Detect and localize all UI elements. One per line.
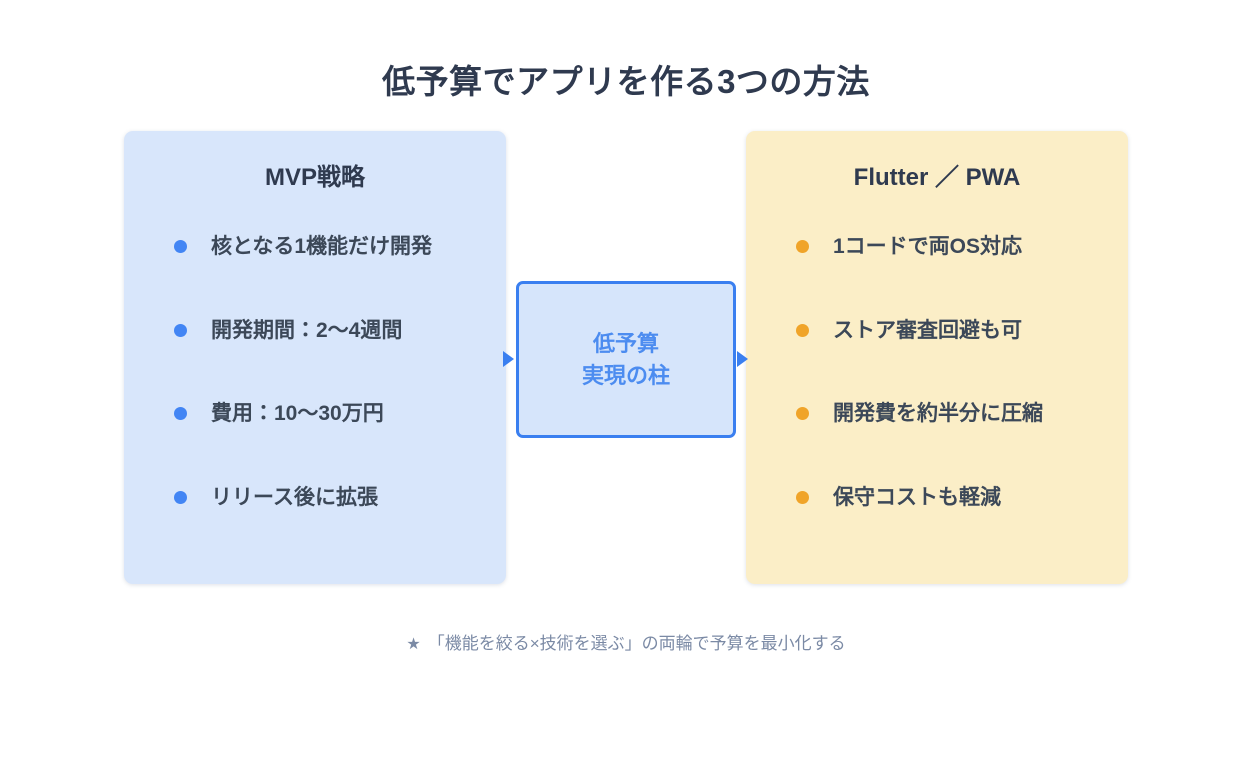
- list-item: 保守コストも軽減: [746, 486, 1128, 570]
- list-item-label: 核となる1機能だけ開発: [211, 235, 433, 258]
- bullet-dot-icon: [174, 240, 187, 253]
- star-icon: ★: [406, 636, 421, 653]
- bullet-dot-icon: [174, 323, 187, 337]
- list-item-label: 保守コストも軽減: [833, 485, 1001, 509]
- bullet-dot-icon: [796, 240, 809, 253]
- list-item: 1コードで両OS対応: [746, 235, 1128, 319]
- list-item: 費用：10〜30万円: [124, 402, 506, 486]
- list-item: リリース後に拡張: [124, 486, 506, 570]
- list-item-label: 費用：10〜30万円: [211, 402, 384, 425]
- list-item-label: ストア審査回避も可: [833, 318, 1022, 342]
- footer-note-label: 「機能を絞る×技術を選ぶ」の両輪で予算を最小化する: [427, 634, 846, 653]
- bullet-list-left: 核となる1機能だけ開発 開発期間：2〜4週間 費用：10〜30万円 リリース後に…: [124, 235, 506, 569]
- center-hub-label: 低予算 実現の柱: [581, 330, 670, 388]
- bullet-list-right: 1コードで両OS対応 ストア審査回避も可 開発費を約半分に圧縮 保守コストも軽減: [746, 235, 1128, 569]
- center-hub-box: 低予算 実現の柱: [516, 281, 736, 438]
- panel-title-left: MVP戦略: [264, 164, 365, 191]
- list-item-label: 1コードで両OS対応: [833, 235, 1023, 258]
- arrow-right-icon-right: [737, 351, 748, 367]
- bullet-dot-icon: [174, 490, 187, 504]
- list-item-label: リリース後に拡張: [211, 485, 378, 509]
- list-item-label: 開発費を約半分に圧縮: [833, 402, 1043, 425]
- panel-flutter-pwa: Flutter ／ PWA 1コードで両OS対応 ストア審査回避も可 開発費を約…: [746, 131, 1128, 584]
- list-item: 開発期間：2〜4週間: [124, 319, 506, 403]
- panel-mvp-strategy: MVP戦略 核となる1機能だけ開発 開発期間：2〜4週間 費用：10〜30万円 …: [124, 131, 506, 584]
- bullet-dot-icon: [174, 407, 187, 420]
- bullet-dot-icon: [796, 407, 809, 420]
- list-item: ストア審査回避も可: [746, 319, 1128, 403]
- arrow-right-icon-left: [503, 351, 514, 367]
- list-item-label: 開発期間：2〜4週間: [211, 318, 403, 342]
- page-title: 低予算でアプリを作る3つの方法: [382, 63, 870, 100]
- bullet-dot-icon: [796, 323, 809, 337]
- footer-note: ★ 「機能を絞る×技術を選ぶ」の両輪で予算を最小化する: [0, 632, 1252, 656]
- list-item: 核となる1機能だけ開発: [124, 235, 506, 319]
- panel-title-right: Flutter ／ PWA: [853, 164, 1021, 191]
- list-item: 開発費を約半分に圧縮: [746, 402, 1128, 486]
- bullet-dot-icon: [796, 490, 809, 504]
